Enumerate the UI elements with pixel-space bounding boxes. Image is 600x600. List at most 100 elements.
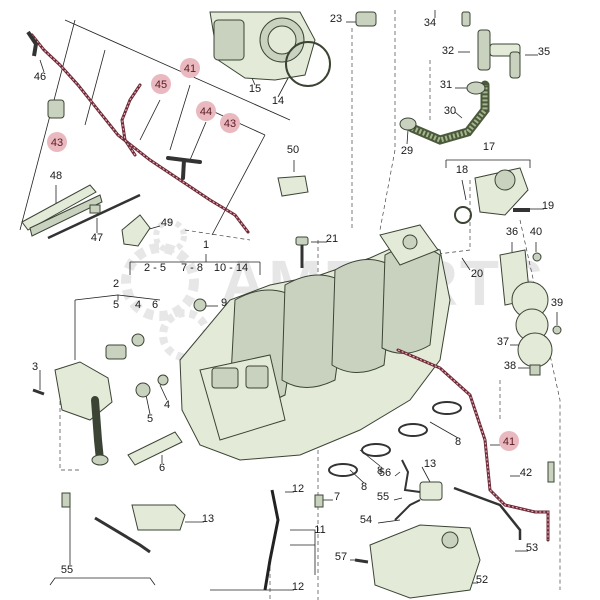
- callout-number: 38: [504, 360, 516, 372]
- callout-c36: 36: [506, 226, 518, 238]
- callout-number: 15: [249, 83, 261, 95]
- callout-number: 40: [530, 226, 542, 238]
- breather-hose-30: [407, 80, 490, 145]
- callout-highlight-circle: [180, 58, 200, 78]
- left-sensor-assembly: [32, 298, 207, 466]
- callout-c46: 46: [34, 71, 46, 83]
- callout-highlight-circle: [196, 101, 216, 121]
- clip-31-29-23: [355, 11, 486, 131]
- callout-number: 18: [456, 164, 468, 176]
- vacuum-hose-41-lower: [396, 348, 550, 542]
- callout-c6a: 6: [152, 299, 158, 311]
- callout-c4b: 4: [164, 399, 170, 411]
- callout-c32: 32: [442, 45, 454, 57]
- callout-number: 43: [224, 118, 236, 130]
- callout-number: 36: [506, 226, 518, 238]
- callout-highlight-circle: [220, 113, 240, 133]
- clip-50: [277, 175, 309, 197]
- callout-c3: 3: [32, 361, 38, 373]
- callout-number: 29: [401, 145, 413, 157]
- callout-number: 12: [292, 483, 304, 495]
- callout-c30: 30: [444, 105, 456, 117]
- callout-c21: 21: [326, 233, 338, 245]
- callout-highlight-circle: [47, 132, 67, 152]
- callout-number: 7 - 8: [181, 262, 203, 274]
- callout-number: 42: [520, 467, 532, 479]
- callout-c31: 31: [440, 79, 452, 91]
- cap-43: [47, 99, 65, 119]
- callout-c54: 54: [360, 514, 372, 526]
- callout-number: 31: [440, 79, 452, 91]
- intake-manifold: [179, 224, 451, 461]
- callout-c5b: 5: [147, 413, 153, 425]
- callout-number: 35: [538, 46, 550, 58]
- callout-c8a: 8: [455, 436, 461, 448]
- callout-c13b: 13: [202, 513, 214, 525]
- callout-number: 2 - 5: [144, 262, 166, 274]
- callout-number: 21: [326, 233, 338, 245]
- callout-number: 32: [442, 45, 454, 57]
- callout-c11: 11: [314, 524, 325, 536]
- callout-c43b: 43: [47, 132, 67, 152]
- callout-c56: 56: [379, 467, 391, 479]
- callout-number: 55: [61, 564, 73, 576]
- callout-number: 48: [50, 170, 62, 182]
- gaskets-8: [328, 401, 462, 477]
- callout-highlight-circle: [151, 74, 171, 94]
- callout-c35: 35: [538, 46, 550, 58]
- callout-number: 55: [377, 491, 389, 503]
- callout-c49: 49: [161, 217, 173, 229]
- vacuum-reservoir: [499, 249, 562, 376]
- callout-c8c: 8: [361, 481, 367, 493]
- callout-c48: 48: [50, 170, 62, 182]
- callout-c29: 29: [401, 145, 413, 157]
- callout-c50: 50: [287, 144, 299, 156]
- callout-number: 7: [334, 491, 340, 503]
- callout-c39: 39: [551, 297, 563, 309]
- bracket-48: [21, 184, 103, 237]
- callout-number: 1: [203, 239, 209, 251]
- solenoid-valve-13-left: [61, 492, 186, 554]
- callout-number: 53: [526, 542, 538, 554]
- vacuum-hose-41: [30, 33, 250, 234]
- callout-c7: 7: [334, 491, 340, 503]
- callout-number: 14: [272, 95, 284, 107]
- callout-number: 20: [471, 268, 483, 280]
- callout-c14: 14: [272, 95, 284, 107]
- callout-number: 8: [377, 465, 383, 477]
- callout-number: 44: [200, 106, 212, 118]
- callout-c40: 40: [530, 226, 542, 238]
- callout-number: 10 - 14: [214, 262, 248, 274]
- callout-number: 56: [379, 467, 391, 479]
- vacuum-hose-45: [120, 83, 142, 157]
- solenoid-valve-13-right: [401, 459, 555, 540]
- callout-c20: 20: [471, 268, 483, 280]
- callout-number: 3: [32, 361, 38, 373]
- hose-12-11: [263, 489, 324, 591]
- callout-number: 47: [91, 232, 103, 244]
- callout-number: 6: [159, 462, 165, 474]
- callout-c41b: 41: [499, 431, 519, 451]
- callout-c6b: 6: [159, 462, 165, 474]
- callout-c37: 37: [497, 336, 509, 348]
- callout-c55a: 55: [377, 491, 389, 503]
- callout-c41a: 41: [180, 58, 200, 78]
- throttle-body: [209, 11, 316, 81]
- callout-number: 57: [335, 551, 347, 563]
- callout-number: 49: [161, 217, 173, 229]
- callout-number: 41: [184, 63, 196, 75]
- callout-highlight-circle: [499, 431, 519, 451]
- callout-c23: 23: [330, 13, 342, 25]
- callout-c17: 17: [483, 141, 495, 153]
- callout-number: 50: [287, 144, 299, 156]
- callout-number: 52: [476, 574, 488, 586]
- callout-number: 30: [444, 105, 456, 117]
- callout-c1: 1: [203, 239, 209, 251]
- callout-number: 23: [330, 13, 342, 25]
- callout-c44: 44: [196, 101, 216, 121]
- callout-number: 8: [455, 436, 461, 448]
- callout-number: 12: [292, 581, 304, 593]
- callout-c9: 9: [221, 297, 227, 309]
